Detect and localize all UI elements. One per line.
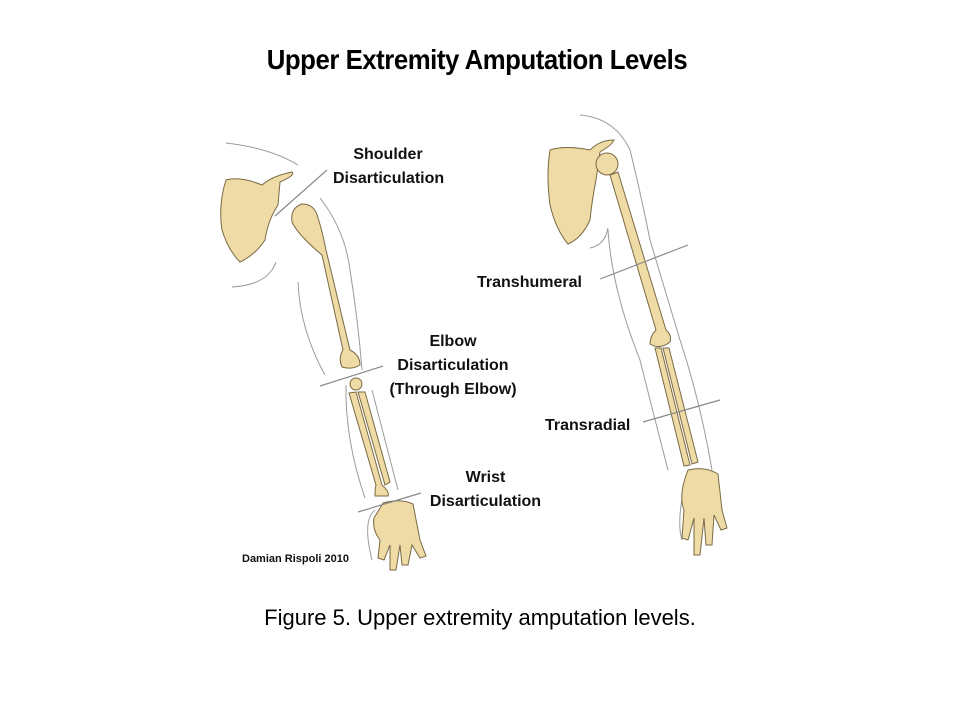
figure-title: Upper Extremity Amputation Levels (266, 44, 688, 75)
ulna-left (357, 391, 391, 486)
illustration-credit: Damian Rispoli 2010 (242, 553, 349, 565)
label-shoulder-disarticulation: Shoulder Disarticulation (333, 143, 445, 191)
label-line: Elbow (429, 333, 477, 350)
label-transhumeral: Transhumeral (477, 274, 582, 291)
label-wrist-disarticulation: Wrist Disarticulation (428, 466, 543, 514)
label-line: Shoulder (353, 146, 423, 163)
label-line: (Through Elbow) (389, 381, 517, 398)
right-arm-illustration (547, 114, 728, 556)
label-line: Disarticulation (333, 170, 445, 187)
label-elbow-disarticulation: Elbow Disarticulation (Through Elbow) (388, 330, 518, 402)
humerus-left (291, 203, 361, 369)
label-transradial: Transradial (545, 417, 631, 434)
ulna-right (662, 347, 699, 465)
left-arm-illustration (220, 142, 427, 571)
hand-right (681, 468, 728, 556)
figure-caption: Figure 5. Upper extremity amputation lev… (264, 605, 696, 630)
label-line: Wrist (465, 469, 506, 486)
label-line: Disarticulation (429, 493, 542, 510)
radius-left (348, 391, 389, 497)
radius-right (654, 347, 691, 467)
scapula-left (220, 171, 294, 263)
hand-left (373, 500, 427, 571)
humerus-right (609, 171, 671, 348)
label-line: Disarticulation (397, 357, 509, 374)
